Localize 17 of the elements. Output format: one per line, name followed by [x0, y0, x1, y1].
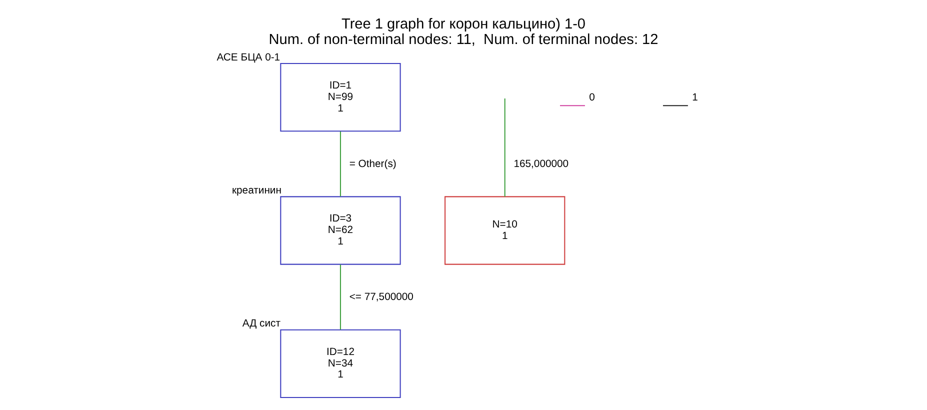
- edge-label: = Other(s): [349, 159, 396, 170]
- connector: [340, 264, 341, 330]
- node-box: ID=3 N=62 1: [280, 196, 401, 265]
- node-box: ID=1 N=99 1: [280, 63, 401, 132]
- node-label: креатинин: [232, 186, 282, 197]
- connector: [504, 98, 506, 197]
- node-label: АД сист: [242, 318, 280, 330]
- edge-label: 165,000000: [514, 159, 569, 170]
- caption: Num. of non-terminal nodes: 11, Num. of terminal nodes: 12: [268, 32, 658, 48]
- node-box: N=10 1: [444, 196, 566, 265]
- node-box: ID=12 N=34 1: [280, 329, 401, 398]
- diagram-title: Tree 1 graph for корон кальцино) 1-0: [341, 16, 586, 32]
- edge-label: <= 77,500000: [349, 292, 414, 304]
- node-label: АСЕ БЦА 0-1: [216, 52, 280, 64]
- legend-label: 0: [589, 92, 595, 104]
- legend-label: 1: [692, 92, 698, 104]
- connector: [340, 131, 341, 196]
